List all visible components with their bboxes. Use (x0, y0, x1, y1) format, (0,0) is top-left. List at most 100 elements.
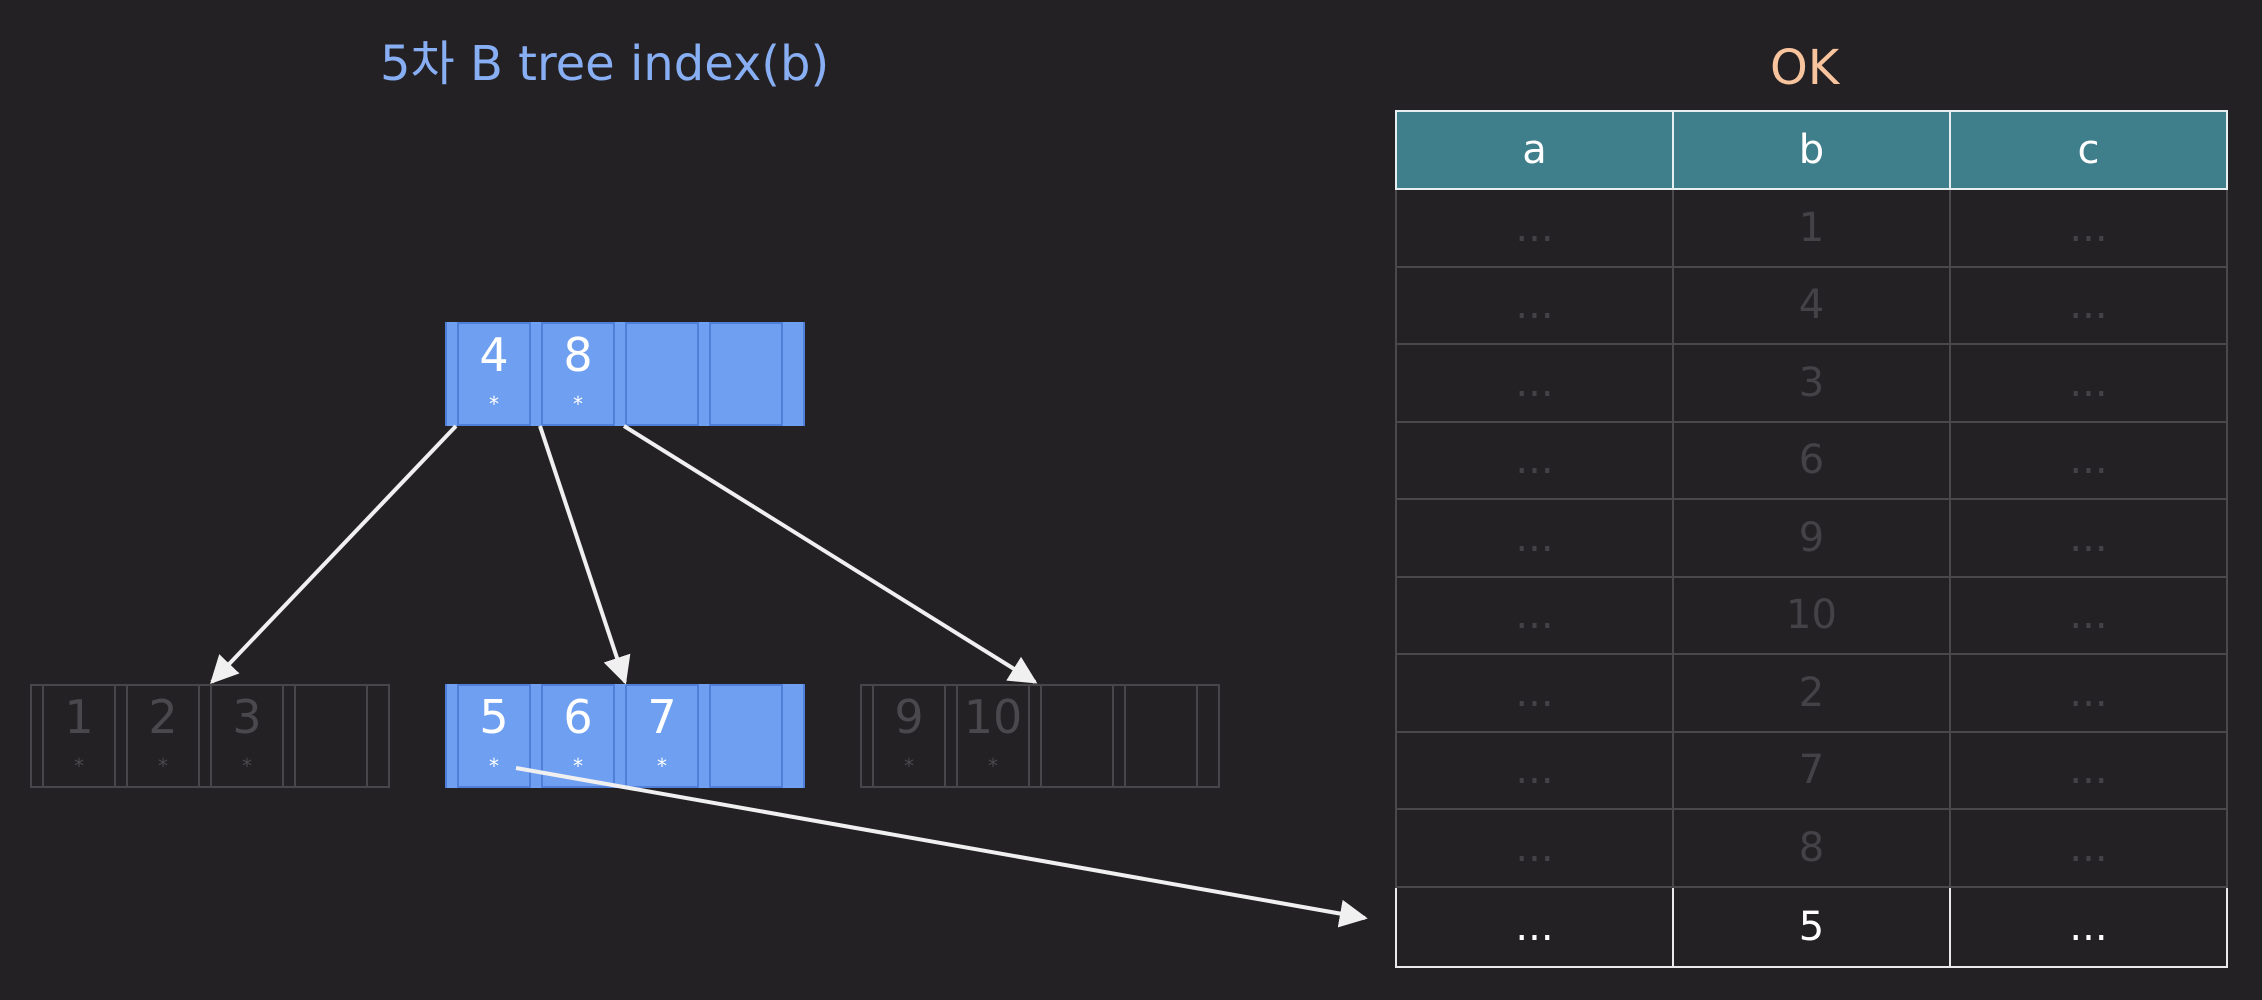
table-body: ...1......4......3......6......9......10… (1395, 188, 2228, 968)
leaf-right-slot-2: 10 * (958, 684, 1028, 788)
table-row: ...1... (1395, 188, 2228, 268)
root-key-1: 4 (479, 328, 509, 382)
table-cell-a: ... (1395, 188, 1674, 268)
table-cell-c: ... (1949, 343, 2228, 423)
table-cell-b: 4 (1672, 265, 1951, 345)
leaf-right-slot-3 (1042, 684, 1112, 788)
leaf-mid-separator-2 (529, 684, 543, 788)
leaf-mid-separator-1 (445, 684, 459, 788)
table-cell-c: ... (1949, 188, 2228, 268)
table-cell-b: 9 (1672, 498, 1951, 578)
table-cell-b: 5 (1672, 885, 1951, 968)
root-key-slot-2: 8 * (543, 322, 613, 426)
leaf-left-key-2: 2 (148, 690, 178, 744)
leaf-left-slot-4 (296, 684, 366, 788)
leaf-right-key-1: 9 (894, 690, 924, 744)
leaf-right-pointer-1: * (904, 754, 914, 778)
status-title: OK (1770, 40, 1840, 96)
leaf-mid-slot-1: 5 * (459, 684, 529, 788)
root-separator-1 (445, 322, 459, 426)
arrow-root-to-middle-leaf (538, 425, 631, 685)
leaf-node-middle: 5 * 6 * 7 * (445, 684, 805, 788)
root-key-2: 8 (563, 328, 593, 382)
table-cell-c: ... (1949, 653, 2228, 733)
table-cell-b: 3 (1672, 343, 1951, 423)
table-cell-c: ... (1949, 575, 2228, 655)
table-cell-c: ... (1949, 498, 2228, 578)
table-cell-a: ... (1395, 808, 1674, 888)
leaf-left-separator-2 (114, 684, 128, 788)
leaf-node-right: 9 * 10 * (860, 684, 1220, 788)
leaf-left-key-3: 3 (232, 690, 262, 744)
root-key-slot-4 (711, 322, 781, 426)
leaf-right-key-2: 10 (963, 690, 1023, 744)
table-header-c: c (1949, 110, 2228, 190)
table-row: ...8... (1395, 808, 2228, 888)
table-row: ...2... (1395, 653, 2228, 733)
table-cell-b: 8 (1672, 808, 1951, 888)
table-row: ...3... (1395, 343, 2228, 423)
leaf-left-slot-2: 2 * (128, 684, 198, 788)
table-cell-b: 7 (1672, 730, 1951, 810)
table-row: ...7... (1395, 730, 2228, 810)
root-node: 4 * 8 * (445, 322, 805, 426)
table-header-b: b (1672, 110, 1951, 190)
table-cell-c: ... (1949, 808, 2228, 888)
leaf-left-pointer-3: * (242, 754, 252, 778)
table-row: ...10... (1395, 575, 2228, 655)
leaf-mid-separator-5 (781, 684, 805, 788)
table-row: ...6... (1395, 420, 2228, 500)
leaf-mid-separator-4 (697, 684, 711, 788)
leaf-mid-pointer-2: * (573, 754, 583, 778)
root-pointer-1: * (489, 392, 499, 416)
leaf-left-separator-1 (30, 684, 44, 788)
table-cell-a: ... (1395, 420, 1674, 500)
table-cell-a: ... (1395, 575, 1674, 655)
leaf-mid-pointer-1: * (489, 754, 499, 778)
root-pointer-2: * (573, 392, 583, 416)
leaf-right-separator-3 (1028, 684, 1042, 788)
leaf-right-separator-1 (860, 684, 874, 788)
table-header-row: a b c (1395, 110, 2228, 190)
table-cell-c: ... (1949, 265, 2228, 345)
table-cell-a: ... (1395, 730, 1674, 810)
leaf-right-separator-2 (944, 684, 958, 788)
leaf-mid-separator-3 (613, 684, 627, 788)
table-cell-a: ... (1395, 343, 1674, 423)
leaf-left-pointer-1: * (74, 754, 84, 778)
leaf-left-pointer-2: * (158, 754, 168, 778)
leaf-mid-slot-2: 6 * (543, 684, 613, 788)
leaf-mid-slot-4 (711, 684, 781, 788)
table-row: ...9... (1395, 498, 2228, 578)
table-cell-c: ... (1949, 885, 2228, 968)
table-row: ...5... (1395, 885, 2228, 968)
leaf-right-slot-4 (1126, 684, 1196, 788)
leaf-node-left: 1 * 2 * 3 * (30, 684, 390, 788)
table-cell-c: ... (1949, 730, 2228, 810)
arrow-root-to-right-leaf (622, 424, 1038, 684)
leaf-left-separator-5 (366, 684, 390, 788)
root-key-slot-1: 4 * (459, 322, 529, 426)
table-cell-a: ... (1395, 498, 1674, 578)
leaf-mid-key-2: 6 (563, 690, 593, 744)
leaf-left-slot-3: 3 * (212, 684, 282, 788)
leaf-left-key-1: 1 (64, 690, 94, 744)
table-cell-c: ... (1949, 420, 2228, 500)
table-cell-b: 1 (1672, 188, 1951, 268)
table-header-a: a (1395, 110, 1674, 190)
tree-title: 5차 B tree index(b) (380, 36, 830, 92)
leaf-right-separator-5 (1196, 684, 1220, 788)
leaf-mid-key-3: 7 (647, 690, 677, 744)
leaf-left-separator-4 (282, 684, 296, 788)
root-separator-3 (613, 322, 627, 426)
leaf-right-pointer-2: * (988, 754, 998, 778)
table-cell-a: ... (1395, 265, 1674, 345)
table-cell-b: 2 (1672, 653, 1951, 733)
leaf-right-separator-4 (1112, 684, 1126, 788)
leaf-mid-pointer-3: * (657, 754, 667, 778)
table-cell-b: 6 (1672, 420, 1951, 500)
root-separator-4 (697, 322, 711, 426)
data-table: a b c ...1......4......3......6......9..… (1395, 110, 2228, 968)
leaf-right-slot-1: 9 * (874, 684, 944, 788)
